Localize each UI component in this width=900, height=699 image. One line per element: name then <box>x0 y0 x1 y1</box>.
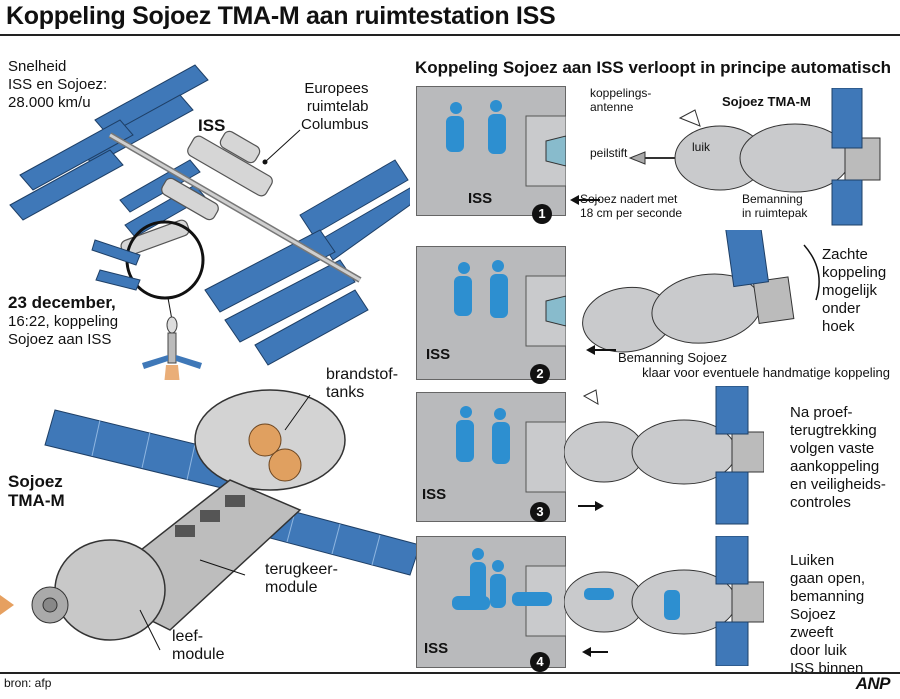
soyuz-cutaway-illustration <box>0 389 420 651</box>
source-credit: bron: afp <box>4 676 52 690</box>
fuel-tanks-label: brandstof-tanks <box>326 366 399 401</box>
step-2-panel: ISS 2 <box>416 246 566 384</box>
crew-figures <box>454 260 566 347</box>
anp-logo: ANP <box>855 674 891 693</box>
step-4-panel: ISS 4 <box>416 536 566 672</box>
crew-figures <box>456 406 566 493</box>
step-3-panel: ISS 3 <box>416 392 566 522</box>
living-module-label: leef-module <box>172 628 225 663</box>
docking-date-label: 23 december, 16:22, koppeling Sojoez aan… <box>8 293 119 349</box>
hatch-label: luik <box>692 140 711 154</box>
probe-label: peilstift <box>590 146 628 160</box>
step-4-iss: ISS <box>424 640 449 657</box>
soyuz-tma-m-label: Sojoez TMA-M <box>722 94 811 109</box>
step-4-number: 4 <box>530 652 550 672</box>
step-4-soyuz <box>564 536 764 666</box>
iss-label: ISS <box>198 116 226 135</box>
step-3-soyuz <box>564 386 764 525</box>
crew-figures <box>452 548 566 637</box>
step-2-iss: ISS <box>426 346 451 363</box>
return-module-label: terugkeer-module <box>265 561 338 596</box>
docking-antenna-label: koppelings-antenne <box>590 86 652 114</box>
crew-figures <box>446 100 566 187</box>
step-1-iss: ISS <box>468 190 493 207</box>
step-1-soyuz <box>570 88 881 226</box>
step-3-number: 3 <box>530 502 550 522</box>
step-1-number: 1 <box>532 204 552 224</box>
title-rule <box>0 34 900 36</box>
footer-rule <box>0 672 900 674</box>
iss-station-illustration <box>9 64 410 380</box>
step-1-panel: ISS 1 <box>416 86 566 224</box>
page-title: Koppeling Sojoez TMA-M aan ruimtestation… <box>6 2 556 30</box>
step-2-number: 2 <box>530 364 550 384</box>
step-2-soyuz <box>582 230 820 355</box>
docking-sequence-heading: Koppeling Sojoez aan ISS verloopt in pri… <box>415 58 892 77</box>
step-3-iss: ISS <box>422 486 447 503</box>
